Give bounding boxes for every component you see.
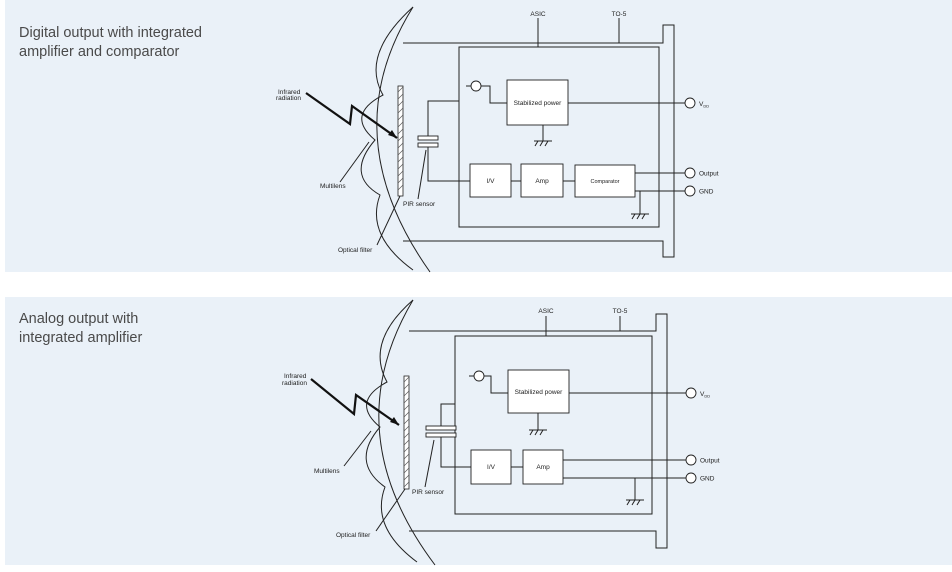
- pir-sensor-wire-bottom: [427, 147, 470, 182]
- optical-filter-hatch: [403, 376, 410, 488]
- pir-sensor-plate-bottom: [425, 432, 457, 438]
- output-terminal: [685, 454, 697, 466]
- infrared-radiation-arrow: [310, 378, 400, 426]
- gnd-label: GND: [700, 476, 715, 483]
- infrared-radiation-arrow: [305, 92, 398, 139]
- optical-filter-hatch: [397, 86, 404, 191]
- digital-circuit-diagram: ASIC TO-5 Infrared radiation Multilens O…: [276, 6, 719, 273]
- to5-package-outline: [409, 313, 668, 549]
- amp-label: Amp: [536, 464, 550, 471]
- pir-sensor-label: PIR sensor: [412, 489, 445, 496]
- panel-title: Digital output with integrated amplifier…: [19, 24, 202, 62]
- panel-title: Analog output with integrated amplifier: [19, 310, 142, 348]
- pir-sensor-plate-top: [417, 135, 439, 141]
- infrared-label-line-1: Infrared: [284, 373, 307, 380]
- multilens-label: Multilens: [314, 468, 340, 475]
- power-input-terminal: [473, 370, 485, 382]
- power-input-wire: [484, 375, 508, 394]
- optical-filter: [403, 375, 410, 490]
- multilens-leader: [343, 430, 372, 467]
- gnd-terminal: [684, 185, 696, 197]
- infrared-label-line-1: Infrared: [278, 89, 301, 96]
- stabilized-power-box: [506, 79, 569, 126]
- pir-sensor-wire-bottom: [440, 437, 471, 468]
- gnd-ground-symbol: [626, 478, 644, 506]
- panel-title-line-2: amplifier and comparator: [19, 44, 180, 60]
- pir-sensor-plate-top: [425, 425, 457, 431]
- pir-sensor-label: PIR sensor: [403, 201, 436, 208]
- optical-filter-label: Optical filter: [338, 247, 373, 254]
- iv-label: I/V: [487, 464, 496, 471]
- iv-converter-box: [469, 163, 512, 198]
- optical-filter-leader: [376, 195, 401, 246]
- multilens-leader: [339, 141, 370, 183]
- to5-label: TO-5: [613, 308, 628, 315]
- power-input-wire: [481, 85, 507, 104]
- gnd-ground-symbol: [631, 191, 649, 220]
- vdd-label: VDD: [699, 101, 709, 109]
- iv-converter-box: [470, 449, 512, 485]
- iv-label: I/V: [487, 178, 496, 185]
- asic-box: [454, 335, 653, 515]
- digital-output-panel: Digital output with integrated amplifier…: [5, 0, 952, 273]
- panel-title-line-1: Digital output with integrated: [19, 25, 202, 41]
- amp-label: Amp: [535, 178, 549, 185]
- multilens-lens-curve: [360, 6, 414, 271]
- vdd-terminal: [685, 387, 697, 399]
- asic-box: [458, 46, 660, 228]
- output-terminal: [684, 167, 696, 179]
- power-input-terminal: [470, 80, 482, 92]
- multilens-label: Multilens: [320, 183, 346, 190]
- amp-box: [522, 449, 564, 485]
- infrared-arrowhead: [390, 417, 399, 425]
- pir-sensor-leader: [417, 149, 427, 200]
- optical-filter-leader: [375, 488, 406, 532]
- stabilized-power-label: Stabilized power: [515, 389, 564, 396]
- vdd-label: VDD: [700, 391, 710, 399]
- optical-filter-label: Optical filter: [336, 532, 371, 539]
- comparator-label: Comparator: [590, 179, 619, 185]
- to5-label: TO-5: [612, 11, 627, 18]
- analog-output-panel: Analog output with integrated amplifier …: [5, 297, 952, 566]
- output-label: Output: [699, 171, 719, 178]
- multilens-outer-arc: [376, 6, 431, 273]
- infrared-label-line-2: radiation: [276, 95, 301, 102]
- panel-title-line-1: Analog output with: [19, 311, 139, 327]
- infrared-arrowhead: [388, 130, 397, 138]
- output-label: Output: [700, 458, 720, 465]
- gnd-label: GND: [699, 189, 714, 196]
- comparator-box: [574, 164, 636, 198]
- power-ground-symbol: [529, 413, 547, 436]
- pir-sensor-leader: [424, 439, 435, 488]
- asic-label: ASIC: [530, 11, 545, 18]
- power-ground-symbol: [534, 125, 552, 147]
- vdd-terminal: [684, 97, 696, 109]
- optical-filter: [397, 85, 404, 197]
- pir-sensor-wire-top: [440, 403, 455, 426]
- pir-sensor-wire-top: [427, 100, 459, 136]
- stabilized-power-label: Stabilized power: [514, 100, 563, 107]
- pir-sensor-plate-bottom: [417, 142, 439, 148]
- analog-circuit-diagram: ASIC TO-5 Infrared radiation Multilens O…: [282, 299, 720, 566]
- infrared-label-line-2: radiation: [282, 380, 307, 387]
- amp-box: [520, 163, 564, 198]
- gnd-terminal: [685, 472, 697, 484]
- to5-package-outline: [403, 24, 675, 258]
- panel-title-line-2: integrated amplifier: [19, 330, 143, 346]
- multilens-lens-curve: [365, 299, 418, 563]
- asic-label: ASIC: [538, 308, 553, 315]
